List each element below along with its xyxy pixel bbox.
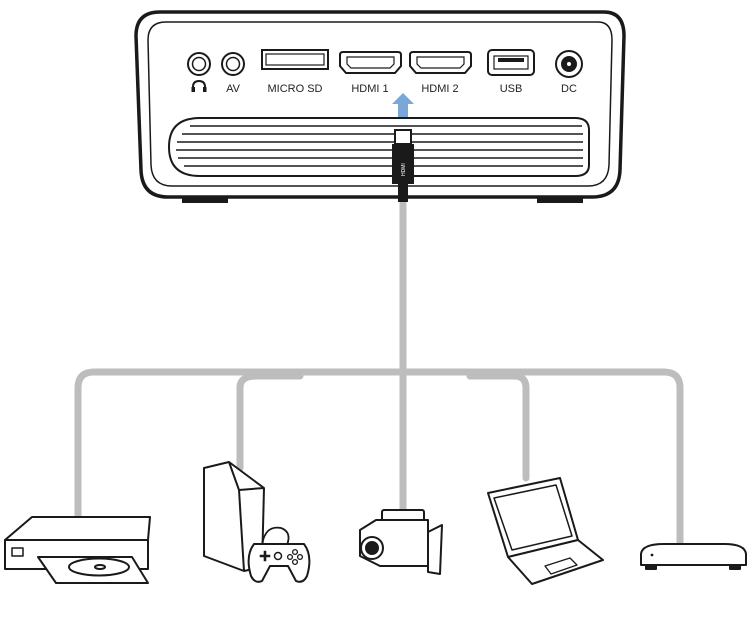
bus-cable — [74, 368, 684, 549]
port-label-hdmi1: HDMI 1 — [351, 83, 388, 95]
vent-grille — [167, 117, 590, 177]
projector-inner-edge — [147, 21, 613, 187]
cable-tree — [74, 196, 684, 549]
set-top-box-icon — [640, 543, 747, 570]
cable-laptop — [466, 372, 530, 482]
hdmi2-port: HDMI 2 — [409, 51, 472, 95]
usb-port: USB — [487, 49, 535, 95]
port-label-av: AV — [226, 83, 241, 95]
hdmi-plug-text: HDMI — [401, 163, 407, 176]
micro-sd-port: MICRO SD — [261, 49, 329, 95]
laptop-icon — [487, 477, 604, 585]
projector: AV MICRO SD HDMI 1 HDMI 2 USB — [134, 10, 626, 203]
port-label-hdmi2: HDMI 2 — [421, 83, 458, 95]
av-port: AV — [221, 52, 245, 95]
port-label-micro-sd: MICRO SD — [268, 83, 323, 95]
dc-port: DC — [555, 50, 583, 95]
camcorder-icon — [359, 509, 443, 575]
dvd-player-icon — [4, 516, 151, 584]
cable-game-console — [236, 372, 304, 472]
port-label-dc: DC — [561, 83, 577, 95]
hdmi1-port: HDMI 1 — [339, 51, 402, 95]
headphone-port — [187, 52, 211, 92]
insert-arrow-icon — [392, 93, 414, 124]
hdmi-plug: HDMI — [392, 129, 414, 202]
game-console-icon — [203, 461, 311, 583]
headphones-icon — [192, 79, 206, 92]
port-label-usb: USB — [500, 83, 523, 95]
